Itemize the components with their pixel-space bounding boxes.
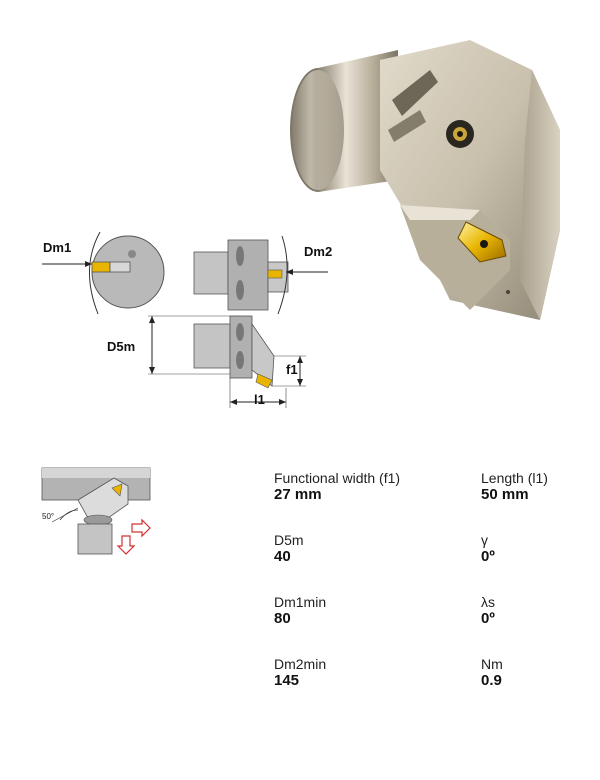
spec-label: Length (l1): [481, 470, 548, 486]
spec-lambda-s: λs 0º: [481, 594, 596, 628]
spec-label: Dm2min: [274, 656, 327, 672]
spec-label: λs: [481, 594, 495, 610]
spec-label: D5m: [274, 532, 304, 548]
angle-label: 50°: [42, 512, 55, 521]
spec-value: 27 mm: [274, 486, 322, 503]
spec-label: γ: [481, 532, 488, 548]
dm1-label: Dm1: [43, 240, 72, 255]
product-photo: [290, 40, 560, 320]
f1-label: f1: [286, 362, 298, 377]
spec-value: 145: [274, 672, 300, 689]
spec-nm: Nm 0.9: [481, 656, 596, 690]
spec-length: Length (l1) 50 mm: [481, 470, 596, 504]
dm2-label: Dm2: [304, 244, 333, 259]
spec-value: 40: [274, 548, 291, 565]
top-view-diagram: [193, 235, 328, 315]
spec-value: 50 mm: [481, 486, 529, 503]
spec-gamma: γ 0º: [481, 532, 596, 566]
l1-label: l1: [254, 392, 265, 407]
spec-value: 80: [274, 610, 291, 627]
spec-dm1min: Dm1min 80: [274, 594, 444, 628]
spec-value: 0º: [481, 548, 495, 565]
spec-d5m: D5m 40: [274, 532, 444, 566]
spec-label: Functional width (f1): [274, 470, 401, 486]
approach-angle-diagram: [41, 467, 151, 555]
spec-dm2min: Dm2min 145: [274, 656, 444, 690]
d5m-label: D5m: [107, 339, 136, 354]
spec-value: 0.9: [481, 672, 502, 689]
spec-label: Dm1min: [274, 594, 327, 610]
front-view-diagram: [42, 231, 165, 315]
spec-value: 0º: [481, 610, 495, 627]
spec-functional-width: Functional width (f1) 27 mm: [274, 470, 444, 504]
spec-label: Nm: [481, 656, 503, 672]
dimension-diagram: [148, 315, 306, 408]
